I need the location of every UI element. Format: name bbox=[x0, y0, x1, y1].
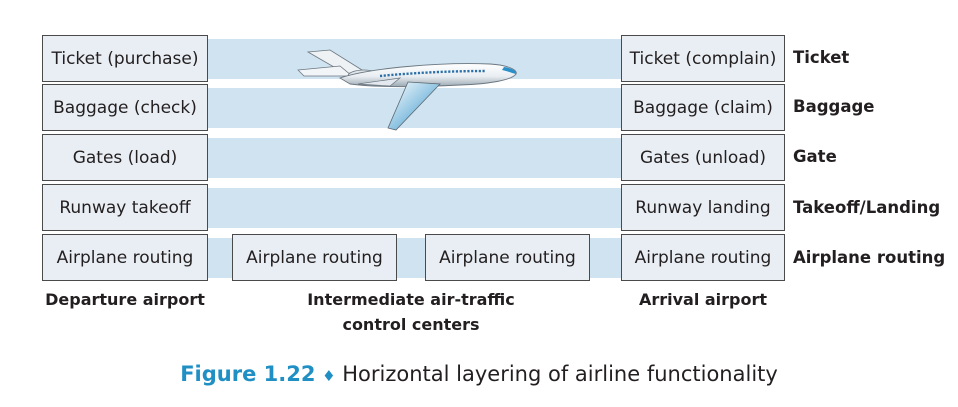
layer-name-airplane-routing: Airplane routing bbox=[793, 248, 946, 267]
layer-name-gate: Gate bbox=[793, 147, 837, 166]
layer-name-ticket: Ticket bbox=[793, 48, 850, 67]
intermediate-routing-box-1: Airplane routing bbox=[232, 234, 397, 281]
diamond-icon: ♦ bbox=[322, 367, 336, 385]
figure-caption-text: Horizontal layering of airline functiona… bbox=[342, 362, 778, 386]
arrival-airport-label: Arrival airport bbox=[638, 290, 768, 309]
arrival-runway-box: Runway landing bbox=[621, 184, 785, 231]
departure-runway-box: Runway takeoff bbox=[42, 184, 208, 231]
intermediate-centers-label: Intermediate air-traffic control centers bbox=[280, 287, 542, 337]
airplane-icon bbox=[297, 49, 517, 131]
intermediate-label-line-1: Intermediate air-traffic bbox=[307, 290, 515, 309]
arrival-baggage-box: Baggage (claim) bbox=[621, 84, 785, 131]
layer-name-baggage: Baggage bbox=[793, 97, 875, 116]
departure-airport-label: Departure airport bbox=[45, 290, 205, 309]
intermediate-routing-box-2: Airplane routing bbox=[425, 234, 590, 281]
departure-ticket-box: Ticket (purchase) bbox=[42, 35, 208, 82]
arrival-routing-box: Airplane routing bbox=[621, 234, 785, 281]
departure-routing-box: Airplane routing bbox=[42, 234, 208, 281]
departure-baggage-box: Baggage (check) bbox=[42, 84, 208, 131]
layer-name-takeoff-landing: Takeoff/Landing bbox=[793, 198, 941, 217]
figure-caption: Figure 1.22 ♦ Horizontal layering of air… bbox=[0, 362, 958, 386]
arrival-gates-box: Gates (unload) bbox=[621, 134, 785, 181]
departure-gates-box: Gates (load) bbox=[42, 134, 208, 181]
intermediate-label-line-2: control centers bbox=[342, 315, 480, 334]
figure-number: Figure 1.22 bbox=[180, 362, 316, 386]
arrival-ticket-box: Ticket (complain) bbox=[621, 35, 785, 82]
